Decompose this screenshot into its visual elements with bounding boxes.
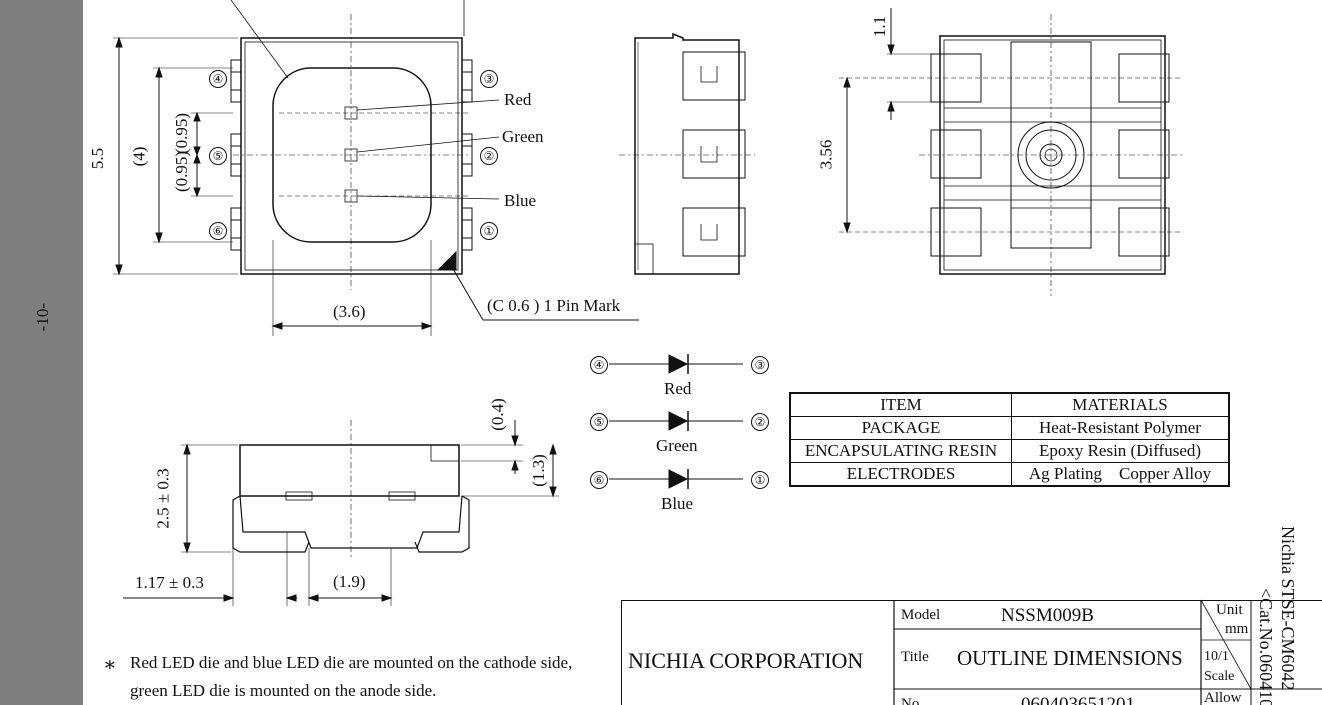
- blue-diode-symbol: [668, 469, 689, 489]
- circuit-green-label: Green: [656, 436, 698, 455]
- no-value: 060403651201: [1021, 694, 1135, 705]
- lead-1: [461, 207, 473, 251]
- table-cell: Ag Plating Copper Alloy: [1011, 462, 1230, 487]
- table-header-item: ITEM: [789, 392, 1012, 417]
- table-cell: Epoxy Resin (Diffused): [1011, 439, 1230, 463]
- pad-2: [1118, 129, 1170, 179]
- dim-gap: (1.9): [333, 572, 366, 591]
- lead-4: [230, 59, 242, 103]
- bottom-view: [839, 8, 1183, 296]
- pin-2-label: ②: [480, 147, 498, 165]
- dim-pin-span: (4): [129, 146, 149, 167]
- pin-6-label: ⑥: [209, 222, 227, 240]
- side-view: [123, 420, 559, 606]
- title-label: Title: [901, 649, 929, 665]
- label-blue: Blue: [504, 191, 537, 210]
- scale-label: Scale: [1204, 669, 1235, 684]
- pin-mark-label: (C 0.6 ) 1 Pin Mark: [487, 296, 621, 315]
- side-text-line-2: <Cat.No.060410: [1256, 588, 1276, 705]
- lead-3: [461, 59, 473, 103]
- table-cell: ENCAPSULATING RESIN: [789, 439, 1012, 463]
- dim-pitch-lower: (0.95): [172, 150, 192, 193]
- circuit-green-anode: ⑤: [590, 413, 608, 431]
- unit-label: Unit: [1216, 602, 1243, 618]
- red-die: [344, 106, 358, 120]
- table-cell: Heat-Resistant Polymer: [1011, 416, 1230, 440]
- model-label: Model: [901, 607, 941, 623]
- circuit-red-label: Red: [664, 379, 692, 398]
- green-diode-symbol: [668, 411, 689, 431]
- pin-1-label: ①: [480, 222, 498, 240]
- dim-pad-size: 1.1: [870, 15, 890, 38]
- table-header-materials: MATERIALS: [1011, 392, 1230, 417]
- red-diode-symbol: [668, 354, 689, 374]
- table-cell: ELECTRODES: [789, 462, 1012, 487]
- dim-overall-height: 5.5: [88, 147, 108, 170]
- dim-pitch-upper: (0.95): [172, 112, 192, 155]
- green-die: [344, 148, 358, 162]
- circuit-blue-label: Blue: [661, 494, 694, 513]
- title-block: [621, 600, 1322, 705]
- drawing-svg: [113, 0, 1322, 705]
- label-green: Green: [502, 127, 544, 146]
- no-label: No.: [901, 696, 924, 705]
- top-view: [113, 0, 639, 336]
- circuit-blue-cathode: ①: [751, 471, 769, 489]
- circuit-diagram: [609, 354, 743, 489]
- pin-5-label: ⑤: [209, 147, 227, 165]
- dim-body: (1.3): [528, 454, 548, 487]
- circuit-red-cathode: ③: [751, 356, 769, 374]
- table-row: ENCAPSULATING RESIN Epoxy Resin (Diffuse…: [789, 439, 1230, 463]
- lead-6: [230, 207, 242, 251]
- page-number: -10-: [33, 303, 52, 332]
- pin-mark: [436, 250, 457, 271]
- scale-value: 10/1: [1204, 649, 1229, 664]
- dim-height: 2.5 ± 0.3: [153, 468, 173, 529]
- materials-table: ITEM MATERIALS PACKAGE Heat-Resistant Po…: [789, 392, 1230, 487]
- circuit-green-cathode: ②: [751, 413, 769, 431]
- pad-5: [930, 129, 982, 179]
- package-outline: [240, 37, 463, 275]
- dim-pad-pitch: 3.56: [816, 139, 836, 170]
- end-view: [619, 32, 755, 275]
- table-row: PACKAGE Heat-Resistant Polymer: [789, 416, 1230, 440]
- title-block-lines: [893, 599, 1322, 705]
- drawing-sheet: 5.5 (4) (0.95) (0.95) (3.6) Red Green Bl…: [83, 0, 1322, 705]
- note-line-2: green LED die is mounted on the anode si…: [130, 681, 437, 700]
- pin-3-label: ③: [480, 70, 498, 88]
- dim-lens-width: (3.6): [333, 302, 366, 321]
- table-header-row: ITEM MATERIALS: [789, 392, 1230, 417]
- circuit-blue-anode: ⑥: [590, 471, 608, 489]
- allow-label: Allow: [1204, 690, 1242, 705]
- pin-4-label: ④: [209, 70, 227, 88]
- side-text-line-1: Nichia STSE-CM6042: [1278, 526, 1298, 691]
- title-value: OUTLINE DIMENSIONS: [957, 646, 1183, 670]
- company-name: NICHIA CORPORATION: [628, 648, 864, 673]
- lead-5: [230, 133, 242, 177]
- table-row: ELECTRODES Ag Plating Copper Alloy: [789, 462, 1230, 487]
- dim-lead: 1.17 ± 0.3: [135, 573, 204, 592]
- unit-value: mm: [1225, 621, 1249, 637]
- table-cell: PACKAGE: [789, 416, 1012, 440]
- label-red: Red: [504, 90, 532, 109]
- note-mark: ∗: [103, 654, 117, 676]
- circuit-red-anode: ④: [590, 356, 608, 374]
- dim-step: (0.4): [487, 398, 507, 431]
- model-value: NSSM009B: [1001, 605, 1094, 626]
- lens-outline: [272, 67, 432, 243]
- note-line-1: Red LED die and blue LED die are mounted…: [130, 653, 573, 672]
